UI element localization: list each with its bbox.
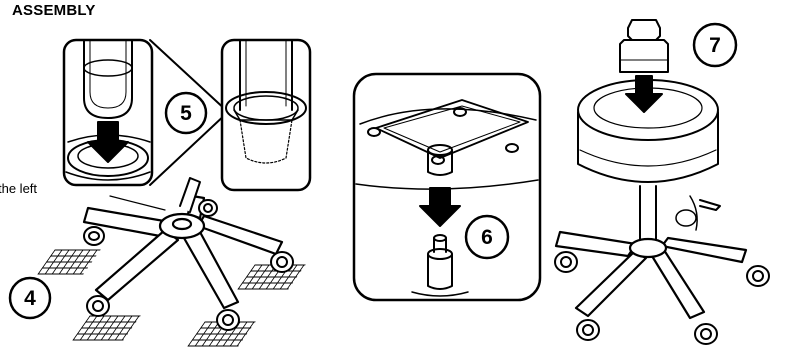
step-6-number: 6 bbox=[481, 226, 493, 249]
step-4-illustration: 4 bbox=[10, 178, 305, 346]
floor-grid bbox=[73, 316, 140, 340]
step-4-number: 4 bbox=[24, 287, 36, 310]
step-5-illustration: 5 bbox=[64, 40, 310, 190]
step-7-illustration: 7 bbox=[555, 20, 769, 344]
step-6-illustration: 6 bbox=[354, 74, 540, 300]
step-5-number: 5 bbox=[180, 102, 192, 125]
floor-grid bbox=[38, 250, 100, 274]
step-7-number: 7 bbox=[709, 34, 721, 57]
floor-grid bbox=[238, 265, 305, 289]
